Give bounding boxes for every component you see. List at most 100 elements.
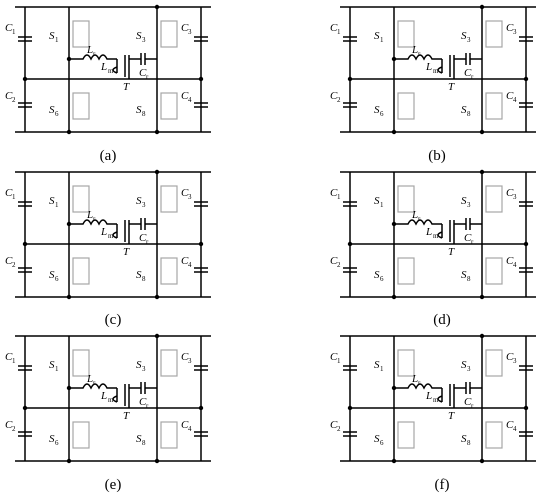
label-s6: S	[374, 104, 380, 116]
label-c1: C	[5, 187, 13, 199]
sub-c1: 1	[337, 28, 341, 36]
label-c3: C	[181, 351, 189, 363]
sub-lm: m	[108, 232, 114, 240]
label-c3: C	[181, 187, 189, 199]
sub-c3: 3	[188, 357, 192, 365]
sub-s3: 3	[467, 201, 471, 209]
sub-cr: r	[146, 73, 149, 81]
sub-c2: 2	[12, 261, 16, 269]
label-s6: S	[374, 433, 380, 445]
sub-c3: 3	[188, 28, 192, 36]
label-lr: L	[411, 209, 418, 221]
sub-s1: 1	[55, 201, 59, 209]
sub-s6: 6	[55, 439, 59, 447]
caption-d: (d)	[433, 312, 451, 328]
sub-lr: r	[418, 50, 421, 58]
label-c1: C	[5, 22, 13, 34]
label-c4: C	[506, 90, 514, 102]
sub-s6: 6	[380, 275, 384, 283]
label-lm: L	[100, 226, 107, 238]
caption-e: (e)	[105, 477, 122, 493]
sub-s1: 1	[55, 36, 59, 44]
sub-c2: 2	[337, 96, 341, 104]
sub-lm: m	[433, 67, 439, 75]
sub-c2: 2	[337, 261, 341, 269]
label-cr: C	[139, 232, 147, 244]
label-cr: C	[139, 67, 147, 79]
sub-c1: 1	[12, 357, 16, 365]
sub-c2: 2	[12, 96, 16, 104]
sub-c1: 1	[337, 357, 341, 365]
sub-lr: r	[418, 215, 421, 223]
sub-s1: 1	[55, 365, 59, 373]
sub-s3: 3	[467, 365, 471, 373]
sub-cr: r	[146, 238, 149, 246]
label-s3: S	[136, 30, 142, 42]
label-lr: L	[86, 209, 93, 221]
label-t: T	[448, 246, 455, 258]
sub-c4: 4	[513, 425, 517, 433]
sub-c2: 2	[337, 425, 341, 433]
label-s6: S	[49, 433, 55, 445]
label-s1: S	[374, 195, 380, 207]
label-c1: C	[5, 351, 13, 363]
sub-s3: 3	[467, 36, 471, 44]
sub-c4: 4	[188, 96, 192, 104]
label-c3: C	[506, 351, 514, 363]
caption-c: (c)	[105, 312, 122, 328]
labels-f: C 1 S 1 L r L m C r T S 3 C 3 C 2 S 6 S …	[330, 351, 517, 447]
label-lm: L	[100, 390, 107, 402]
label-t: T	[123, 81, 130, 93]
sub-s8: 8	[467, 439, 471, 447]
label-c3: C	[506, 187, 514, 199]
label-s3: S	[461, 30, 467, 42]
sub-cr: r	[471, 238, 474, 246]
sub-lm: m	[108, 67, 114, 75]
label-cr: C	[464, 396, 472, 408]
sub-s6: 6	[55, 275, 59, 283]
sub-s6: 6	[380, 439, 384, 447]
label-s1: S	[49, 30, 55, 42]
labels-e: C 1 S 1 L r L m C r T S 3 C 3 C 2 S 6 S …	[5, 351, 192, 447]
label-c2: C	[5, 90, 13, 102]
label-cr: C	[139, 396, 147, 408]
label-s1: S	[374, 30, 380, 42]
sub-s8: 8	[467, 110, 471, 118]
sub-c4: 4	[513, 96, 517, 104]
sub-lr: r	[93, 50, 96, 58]
label-s1: S	[374, 359, 380, 371]
sub-cr: r	[471, 402, 474, 410]
label-c2: C	[5, 419, 13, 431]
label-lr: L	[86, 44, 93, 56]
label-c2: C	[5, 255, 13, 267]
label-c2: C	[330, 255, 338, 267]
labels-c: C 1 S 1 L r L m C r T S 3 C 3 C 2 S 6 S …	[5, 187, 192, 283]
sub-lr: r	[418, 379, 421, 387]
sub-lr: r	[93, 215, 96, 223]
sub-s6: 6	[380, 110, 384, 118]
label-s6: S	[49, 104, 55, 116]
sub-c4: 4	[513, 261, 517, 269]
label-lm: L	[425, 61, 432, 73]
sub-cr: r	[471, 73, 474, 81]
label-c3: C	[506, 22, 514, 34]
sub-lm: m	[433, 396, 439, 404]
label-lm: L	[100, 61, 107, 73]
label-lm: L	[425, 390, 432, 402]
sub-s6: 6	[55, 110, 59, 118]
label-lr: L	[86, 373, 93, 385]
sub-c4: 4	[188, 261, 192, 269]
label-s3: S	[461, 359, 467, 371]
label-t: T	[123, 246, 130, 258]
sub-s8: 8	[142, 439, 146, 447]
sub-c1: 1	[337, 193, 341, 201]
label-t: T	[123, 410, 130, 422]
label-s8: S	[461, 433, 467, 445]
label-s6: S	[374, 269, 380, 281]
label-lr: L	[411, 373, 418, 385]
label-t: T	[448, 410, 455, 422]
sub-c1: 1	[12, 28, 16, 36]
label-t: T	[448, 81, 455, 93]
sub-c3: 3	[513, 28, 517, 36]
